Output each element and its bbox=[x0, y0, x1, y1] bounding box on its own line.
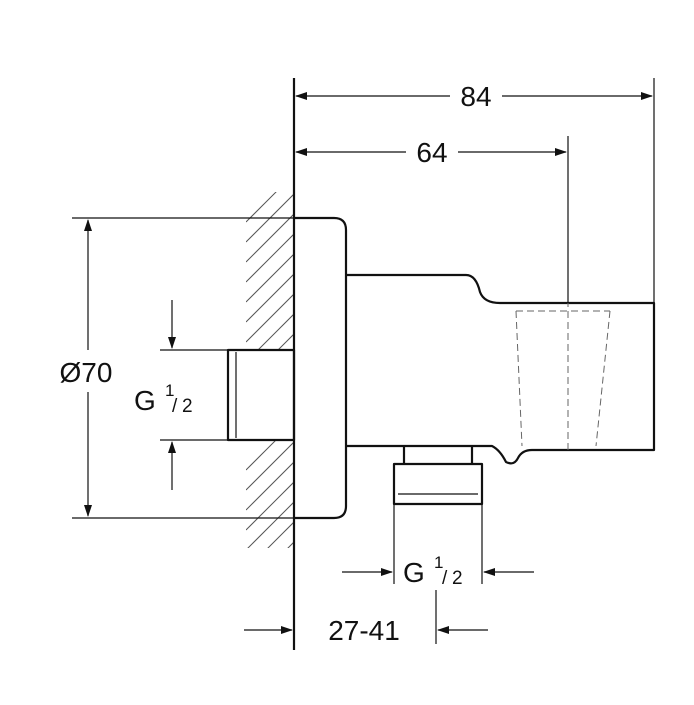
dimension-overall-length: 84 bbox=[295, 78, 655, 303]
flange-body bbox=[294, 216, 348, 520]
flange-diameter-label: Ø70 bbox=[60, 357, 113, 388]
body-length-label: 64 bbox=[416, 137, 447, 168]
overall-length-label: 84 bbox=[460, 81, 491, 112]
outlet-thread-connector bbox=[392, 446, 484, 506]
dimension-flange-diameter: Ø70 bbox=[60, 217, 294, 519]
dimension-wall-projection: 27-41 bbox=[244, 590, 488, 646]
wall-thread-slash: / bbox=[172, 396, 178, 417]
outlet-thread-denominator: 2 bbox=[452, 568, 463, 589]
wall-projection-label: 27-41 bbox=[328, 615, 400, 646]
wall-hatching bbox=[246, 192, 294, 548]
dimension-outlet-thread: G 1 / 2 bbox=[342, 504, 534, 589]
dimension-body-length: 64 bbox=[295, 136, 569, 303]
dimension-wall-thread: G 1 / 2 bbox=[134, 300, 228, 490]
wall-thread-letter: G bbox=[134, 385, 156, 416]
outlet-thread-letter: G bbox=[403, 557, 425, 588]
wall-thread-denominator: 2 bbox=[182, 396, 193, 417]
wall-thread-connector bbox=[226, 348, 296, 442]
holder-hidden-lines bbox=[515, 300, 611, 452]
outlet-thread-numerator: 1 bbox=[434, 553, 443, 572]
outlet-thread-slash: / bbox=[442, 568, 448, 589]
wall-thread-numerator: 1 bbox=[165, 381, 174, 400]
main-body bbox=[346, 273, 656, 465]
